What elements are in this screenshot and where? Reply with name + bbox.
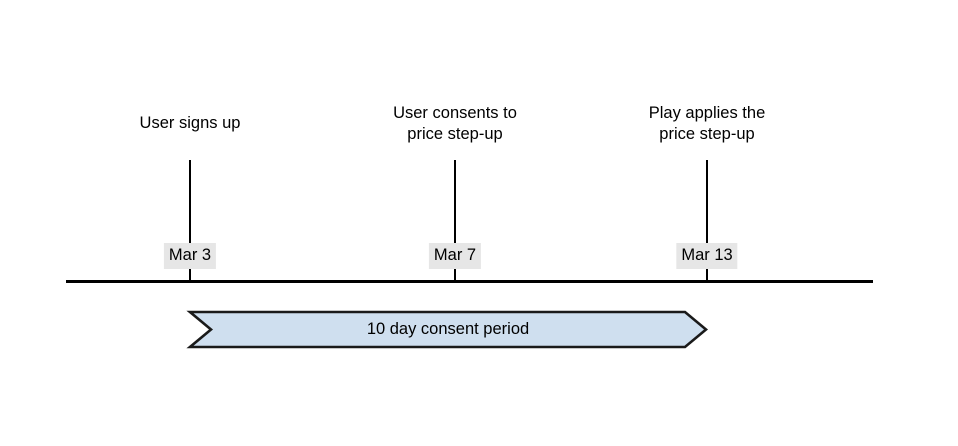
milestone-label-user-signs-up: User signs up [139,114,241,132]
milestone-stem-user-consents [454,160,457,282]
milestone-label-user-consents: User consents to price step-up [393,104,517,143]
banner-ribbon-shape [186,310,709,349]
milestone-date-mar-13: Mar 13 [676,243,738,269]
milestone-label-play-applies: Play applies the price step-up [648,104,766,143]
milestone-stem-user-signs-up [189,160,192,282]
milestone-stem-play-applies [706,160,709,282]
milestone-date-mar-7: Mar 7 [428,243,482,269]
timeline-axis [66,280,873,283]
consent-period-banner: 10 day consent period [186,310,709,349]
milestone-date-mar-3: Mar 3 [163,243,217,269]
